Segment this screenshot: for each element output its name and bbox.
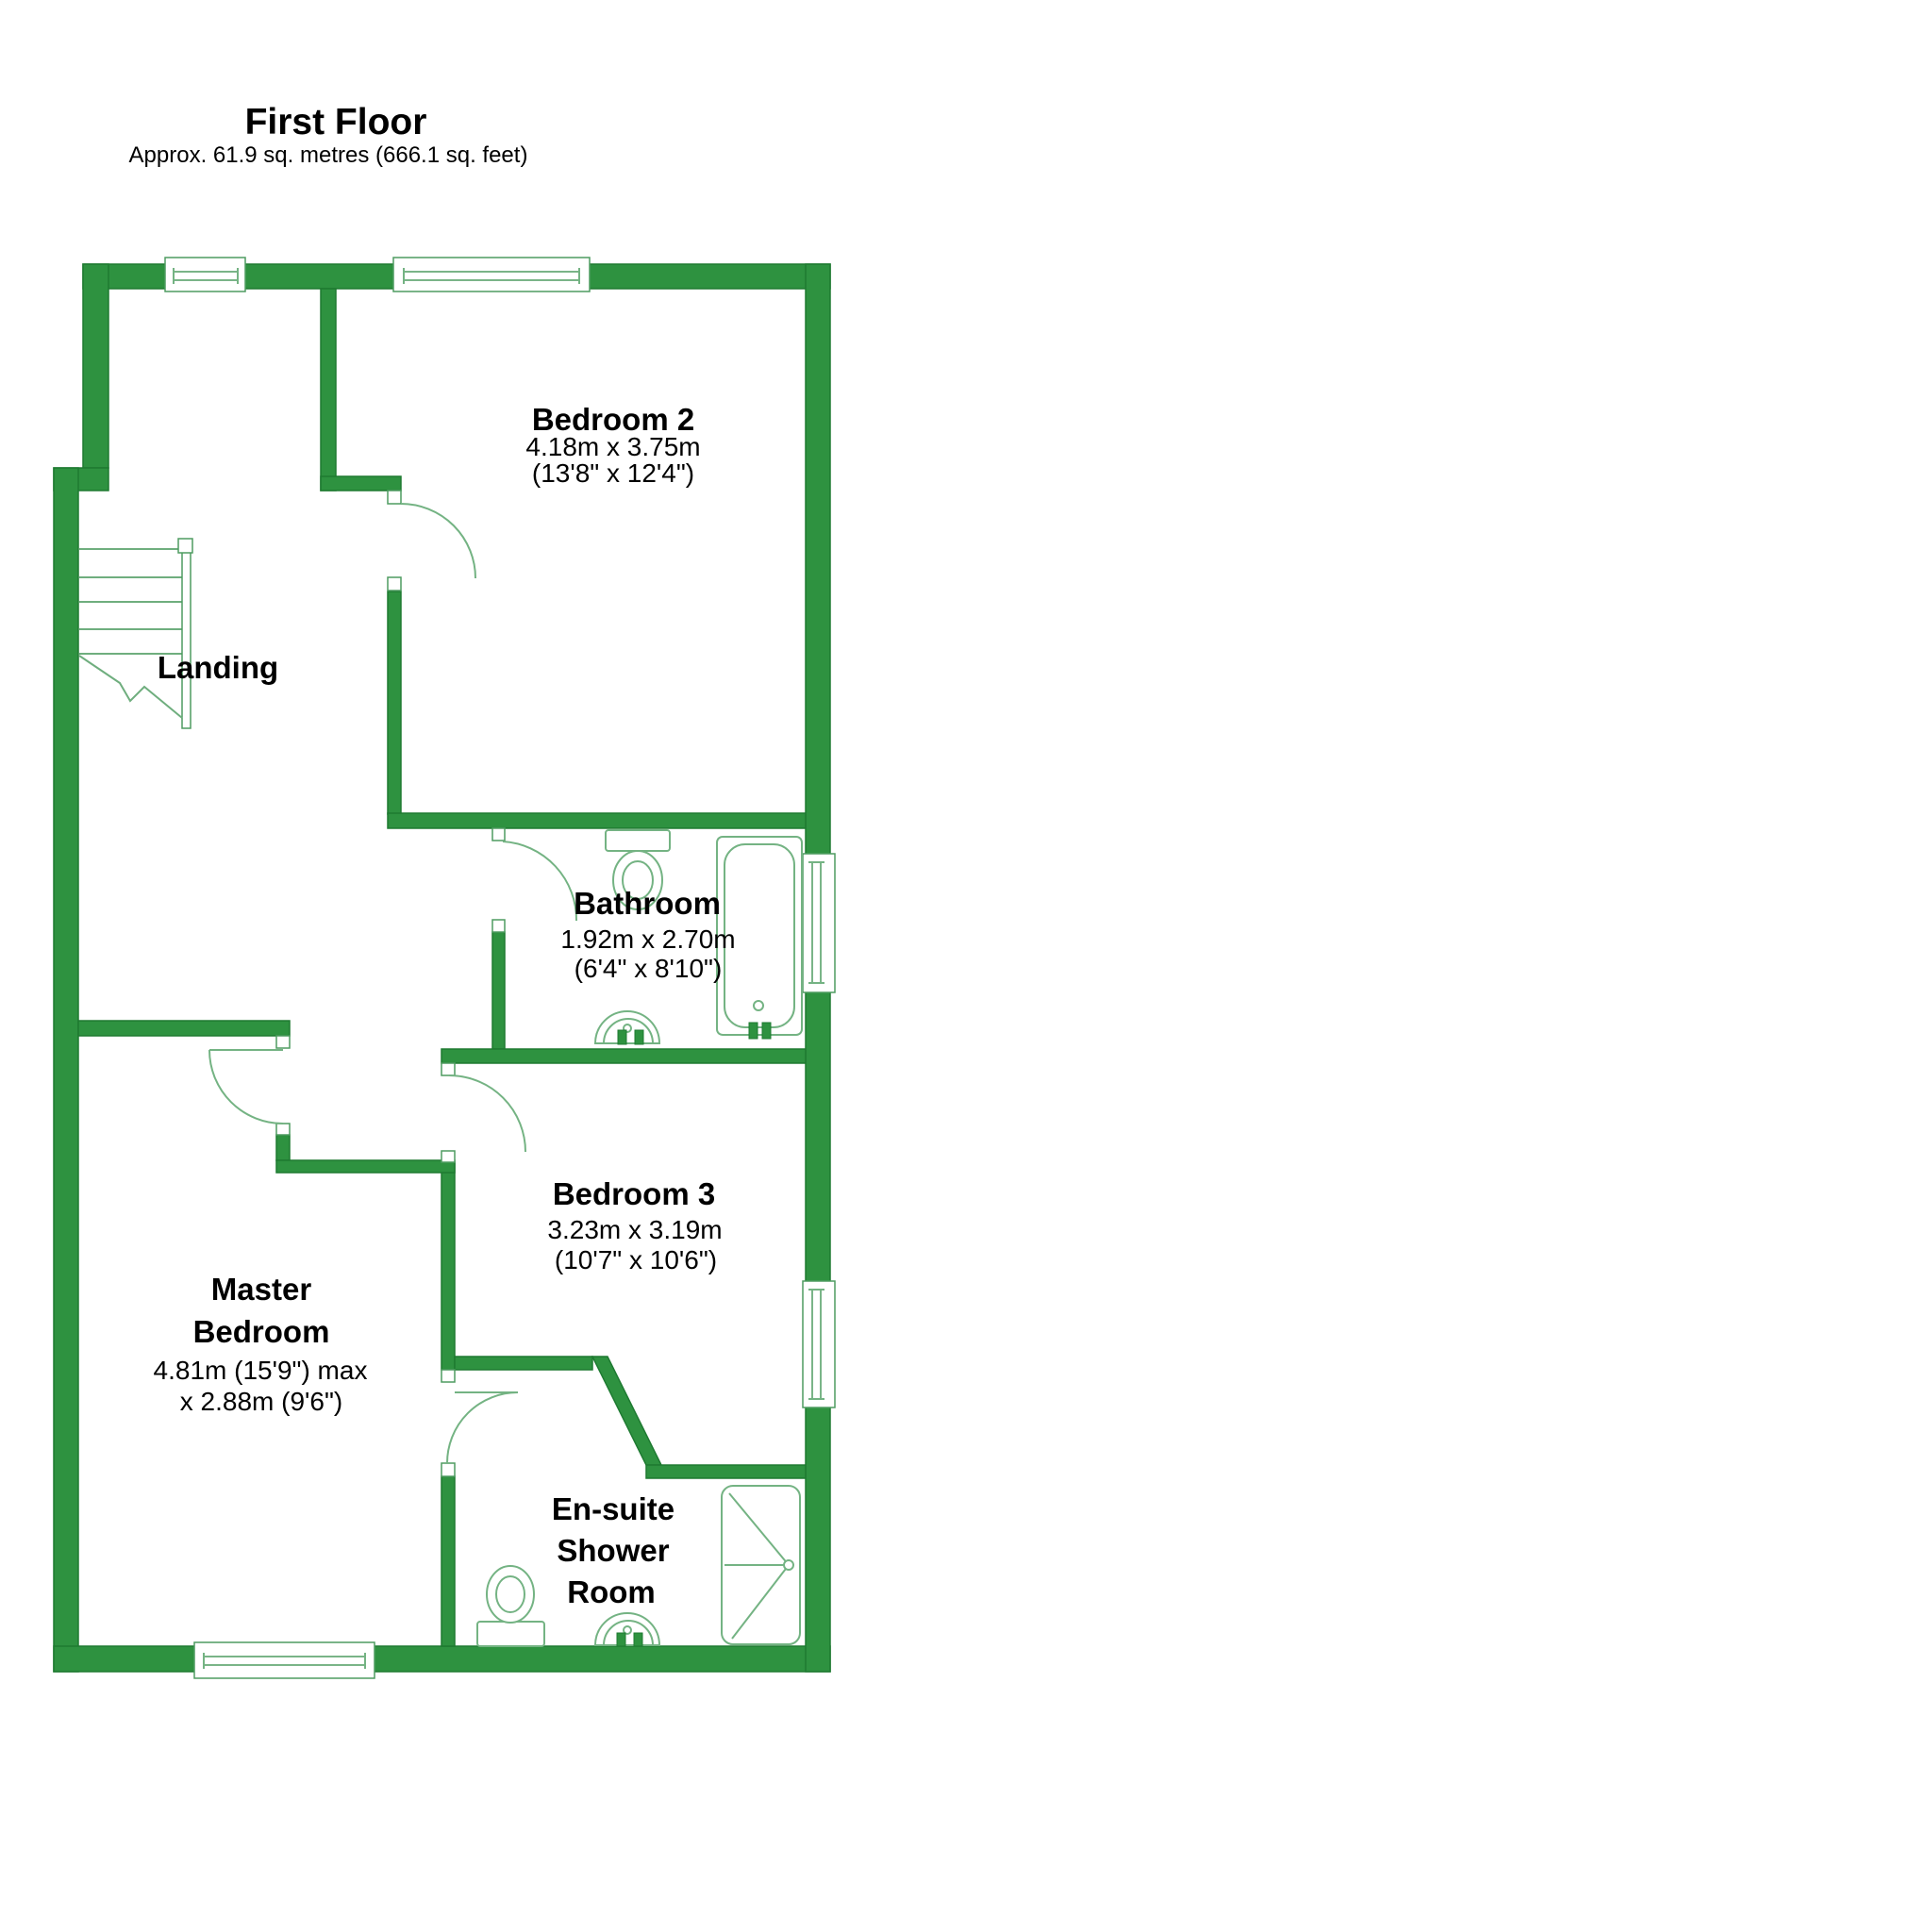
wall-master-door-stub <box>275 1134 291 1161</box>
label-master-metric: 4.81m (15'9") max <box>154 1356 368 1385</box>
page-subtitle: Approx. 61.9 sq. metres (666.1 sq. feet) <box>129 142 528 168</box>
wall-ensuite-diagonal <box>591 1356 663 1466</box>
jamb-bedroom3-top <box>441 1062 456 1076</box>
label-landing-name: Landing <box>158 650 278 685</box>
stair-stringer <box>181 542 192 729</box>
bathroom-fixtures <box>593 829 803 1045</box>
label-ensuite-name-1: En-suite <box>552 1491 675 1526</box>
label-bathroom-name: Bathroom <box>574 886 721 921</box>
ensuite-fixtures <box>476 1485 801 1647</box>
wall-landing-bedroom2-lower <box>387 591 402 815</box>
door-jambs <box>275 490 506 1477</box>
window-top-left <box>164 257 246 292</box>
label-master-imperial: x 2.88m (9'6") <box>180 1387 342 1416</box>
door-arc-ensuite <box>446 1391 519 1464</box>
jamb-bathroom-top <box>491 827 506 841</box>
window-bedroom3 <box>802 1280 836 1408</box>
interior-walls <box>77 288 807 1647</box>
wash-basin <box>593 1010 661 1045</box>
wall-bedroom3-west <box>441 1161 456 1371</box>
jamb-bathroom-bottom <box>491 919 506 933</box>
stair-break-line <box>78 655 183 719</box>
jamb-bedroom3-bottom <box>441 1150 456 1163</box>
wall-left-upper <box>82 263 109 469</box>
window-master-bedroom <box>193 1641 375 1679</box>
label-bedroom3-name: Bedroom 3 <box>553 1176 715 1211</box>
wall-bathroom-bedroom3 <box>441 1048 807 1064</box>
page-title: First Floor <box>245 102 427 142</box>
window-bathroom <box>802 853 836 993</box>
label-bathroom-metric: 1.92m x 2.70m <box>560 924 735 954</box>
staircase <box>78 538 193 729</box>
label-bathroom-imperial: (6'4" x 8'10") <box>575 954 723 983</box>
label-bedroom2-metric: 4.18m x 3.75m <box>525 432 700 461</box>
wall-ensuite-north-east <box>645 1464 807 1479</box>
wall-ensuite-north-west <box>454 1356 593 1371</box>
jamb-master-top <box>275 1035 291 1049</box>
room-labels: Bedroom 2 4.18m x 3.75m (13'8" x 12'4") … <box>154 402 736 1609</box>
door-arc-bathroom <box>502 841 578 922</box>
toilet <box>605 829 671 910</box>
wash-basin <box>593 1612 661 1647</box>
jamb-bedroom2-bottom <box>387 576 402 591</box>
label-ensuite-name-2: Shower <box>557 1533 669 1568</box>
wall-master-north <box>275 1159 456 1174</box>
window-top-right <box>392 257 591 292</box>
label-bedroom3-metric: 3.23m x 3.19m <box>547 1215 722 1244</box>
label-ensuite-name-3: Room <box>567 1574 656 1609</box>
door-swings <box>208 503 578 1464</box>
wall-landing-bedroom2-jog <box>320 475 402 491</box>
wall-landing-bedroom2-upper <box>320 288 337 491</box>
jamb-master-bottom <box>275 1123 291 1136</box>
shower-tray <box>721 1485 801 1645</box>
door-arc-bedroom3 <box>448 1074 526 1153</box>
jamb-ensuite-bottom <box>441 1462 456 1477</box>
door-arc-bedroom2 <box>400 503 476 579</box>
wall-bathroom-west <box>491 931 506 1050</box>
toilet <box>476 1565 545 1647</box>
wall-bedroom2-bathroom <box>387 812 807 829</box>
label-bedroom2-imperial: (13'8" x 12'4") <box>532 458 694 488</box>
label-bedroom3-imperial: (10'7" x 10'6") <box>555 1245 717 1274</box>
label-master-name-2: Bedroom <box>193 1314 330 1349</box>
wall-left-lower <box>53 467 79 1673</box>
bathtub <box>716 836 803 1040</box>
stair-newel <box>177 538 193 554</box>
label-master-name-1: Master <box>211 1272 312 1307</box>
wall-ensuite-west <box>441 1475 456 1647</box>
jamb-bedroom2-top <box>387 490 402 505</box>
door-arc-master <box>208 1049 284 1124</box>
wall-landing-master <box>77 1020 291 1037</box>
label-bedroom2-name: Bedroom 2 <box>532 402 694 437</box>
jamb-ensuite-top <box>441 1369 456 1383</box>
wall-bottom <box>53 1645 831 1673</box>
windows <box>164 257 836 1679</box>
